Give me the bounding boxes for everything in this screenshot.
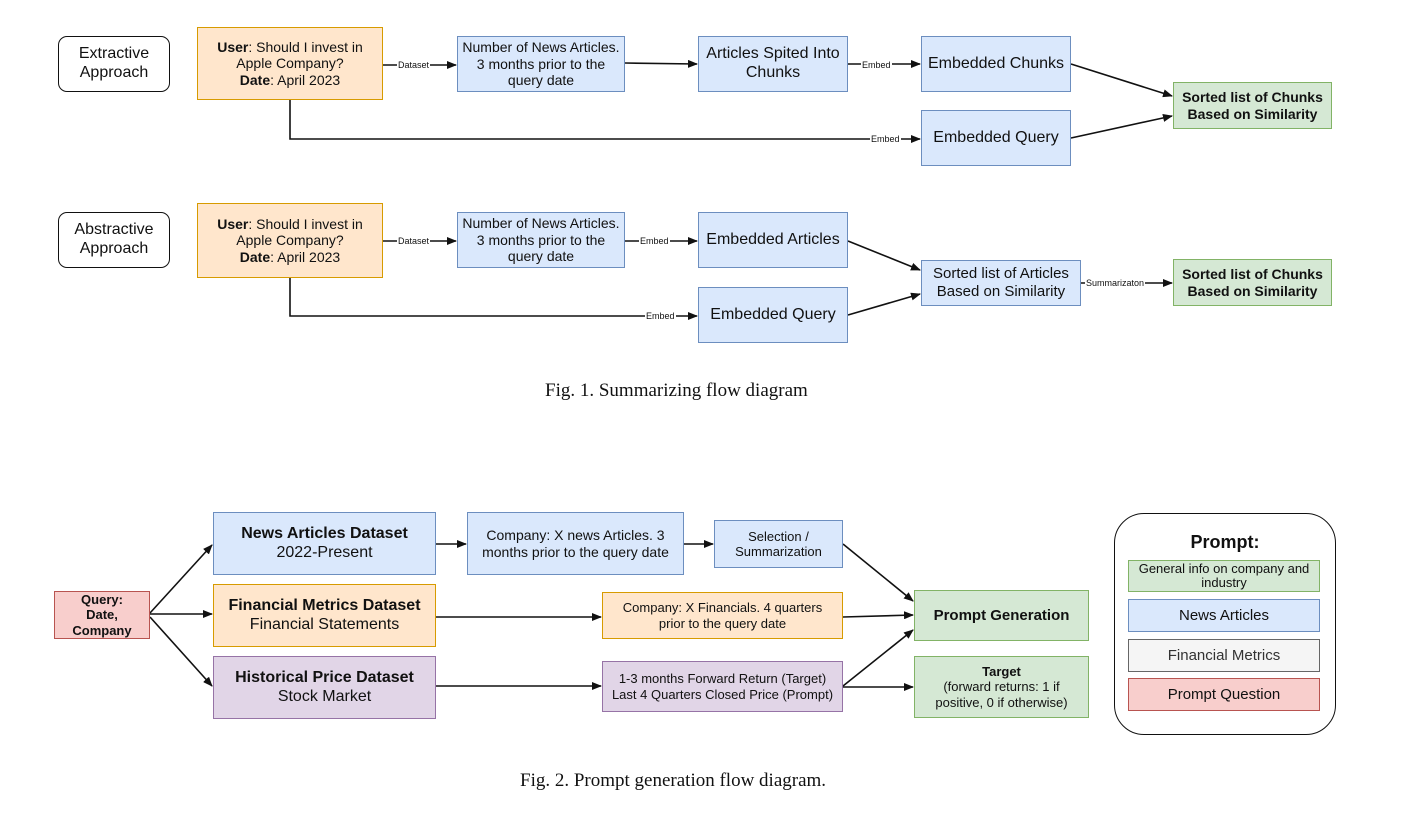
figure1-caption: Fig. 1. Summarizing flow diagram [545, 380, 808, 401]
edge-query-to-news [149, 544, 213, 614]
edge-ext-user-to-embedded-query [289, 100, 921, 143]
edge-label-summarization: Summarizaton [1085, 278, 1146, 288]
abs-embedded-query-box: Embedded Query [698, 287, 848, 343]
ext-embedded-chunks-text: Embedded Chunks [927, 54, 1065, 72]
ext-sorted-output-box: Sorted list of Chunks Based on Similarit… [1173, 82, 1332, 129]
prompt-legend-title: Prompt: [1190, 532, 1260, 552]
abs-embedded-articles-box: Embedded Articles [698, 212, 848, 268]
ext-chunks-text: Articles Spited Into Chunks [706, 45, 840, 81]
abs-date-value: : April 2023 [270, 248, 341, 265]
legend-item-news-articles: News Articles [1128, 599, 1320, 632]
edge-label-abs-embed-articles: Embed [639, 236, 670, 246]
edge-label-abs-dataset: Dataset [397, 236, 431, 246]
abs-date-label: Date [239, 248, 271, 265]
figure2-caption: Fig. 2. Prompt generation flow diagram. [520, 770, 827, 791]
ext-embedded-query-text: Embedded Query [933, 128, 1059, 146]
ext-embedded-query-box: Embedded Query [921, 110, 1071, 166]
legend-item-financial-metrics: Financial Metrics [1128, 639, 1320, 672]
abs-news-articles-text: Number of News Articles. 3 months prior … [462, 215, 620, 265]
abs-date-line: Date: April 2023 [240, 249, 340, 266]
ext-user-question: : Should I invest in Apple Company? [236, 38, 363, 72]
edge-ext-embedded-query-to-sorted [1070, 114, 1173, 139]
edge-ext-embedded-chunks-to-sorted [1070, 63, 1173, 98]
selection-box: Selection / Summarization [714, 520, 843, 568]
extractive-approach-label: Extractive Approach [58, 36, 170, 92]
ext-user-line: User: Should I invest in Apple Company? [198, 39, 382, 72]
financial-dataset-box: Financial Metrics Dataset Financial Stat… [213, 584, 436, 647]
extractive-approach-text: Extractive Approach [78, 45, 150, 81]
abs-user-line: User: Should I invest in Apple Company? [198, 216, 382, 249]
prompt-generation-box: Prompt Generation [914, 590, 1089, 641]
price-info-box: 1-3 months Forward Return (Target) Last … [602, 661, 843, 712]
abstractive-approach-text: Abstractive Approach [74, 221, 154, 257]
abs-sorted-articles-box: Sorted list of Articles Based on Similar… [921, 260, 1081, 306]
abs-user-label: User [217, 215, 249, 232]
ext-date-value: : April 2023 [270, 71, 341, 88]
news-dataset-box: News Articles Dataset 2022-Present [213, 512, 436, 575]
edge-label-ext-embed-chunks: Embed [861, 60, 892, 70]
legend-item-general-info-text: General info on company and industry [1138, 560, 1310, 590]
edge-label-abs-embed-query: Embed [645, 311, 676, 321]
edge-abs-articles-to-sorted [847, 240, 921, 271]
ext-date-line: Date: April 2023 [240, 72, 340, 89]
target-title: Target [982, 664, 1021, 679]
news-dataset-title: News Articles Dataset [241, 524, 408, 542]
query-box: Query: Date, Company [54, 591, 150, 639]
selection-text: Selection / Summarization [735, 528, 822, 559]
ext-user-label: User [217, 38, 249, 55]
ext-chunks-box: Articles Spited Into Chunks [698, 36, 848, 92]
ext-date-label: Date [239, 71, 271, 88]
legend-item-prompt-question-text: Prompt Question [1167, 685, 1281, 703]
ext-news-articles-box: Number of News Articles. 3 months prior … [457, 36, 625, 92]
edge-ext-news-to-chunks [624, 59, 698, 68]
company-news-box: Company: X news Articles. 3 months prior… [467, 512, 684, 575]
legend-item-general-info: General info on company and industry [1128, 560, 1320, 592]
ext-news-articles-text: Number of News Articles. 3 months prior … [462, 39, 620, 89]
prompt-generation-text: Prompt Generation [933, 606, 1070, 624]
edge-selection-to-prompt [842, 543, 914, 602]
edge-abs-query-to-sorted [847, 292, 921, 316]
legend-item-prompt-question: Prompt Question [1128, 678, 1320, 711]
ext-sorted-output-text: Sorted list of Chunks Based on Similarit… [1182, 88, 1323, 122]
price-dataset-subtitle: Stock Market [277, 687, 372, 705]
edge-query-to-price [149, 616, 213, 687]
price-dataset-box: Historical Price Dataset Stock Market [213, 656, 436, 719]
query-subtitle: Date, Company [72, 607, 132, 638]
legend-item-news-articles-text: News Articles [1178, 606, 1270, 624]
company-news-text: Company: X news Articles. 3 months prior… [482, 526, 669, 560]
abs-sorted-articles-text: Sorted list of Articles Based on Similar… [933, 265, 1069, 300]
financial-dataset-title: Financial Metrics Dataset [228, 596, 421, 614]
target-box: Target (forward returns: 1 if positive, … [914, 656, 1089, 718]
company-financials-box: Company: X Financials. 4 quarters prior … [602, 592, 843, 639]
abs-user-query-box: User: Should I invest in Apple Company? … [197, 203, 383, 278]
financial-dataset-subtitle: Financial Statements [249, 615, 400, 633]
abs-news-articles-box: Number of News Articles. 3 months prior … [457, 212, 625, 268]
price-info-text: 1-3 months Forward Return (Target) Last … [611, 671, 834, 702]
ext-user-query-box: User: Should I invest in Apple Company? … [197, 27, 383, 100]
price-dataset-title: Historical Price Dataset [235, 668, 414, 686]
edge-financials-to-prompt [842, 611, 914, 620]
target-body: (forward returns: 1 if positive, 0 if ot… [935, 679, 1068, 710]
abs-embedded-articles-text: Embedded Articles [706, 230, 840, 248]
abs-sorted-output-text: Sorted list of Chunks Based on Similarit… [1182, 265, 1323, 299]
abs-user-question: : Should I invest in Apple Company? [236, 215, 363, 249]
edge-abs-user-to-embedded-query [289, 278, 698, 320]
abs-embedded-query-text: Embedded Query [710, 305, 836, 323]
legend-item-financial-metrics-text: Financial Metrics [1167, 646, 1281, 664]
edge-label-ext-embed-query: Embed [870, 134, 901, 144]
abs-sorted-output-box: Sorted list of Chunks Based on Similarit… [1173, 259, 1332, 306]
ext-embedded-chunks-box: Embedded Chunks [921, 36, 1071, 92]
edge-label-ext-dataset: Dataset [397, 60, 431, 70]
edge-price-info-to-prompt [842, 629, 914, 687]
abstractive-approach-label: Abstractive Approach [58, 212, 170, 268]
news-dataset-subtitle: 2022-Present [276, 543, 373, 561]
company-financials-text: Company: X Financials. 4 quarters prior … [622, 600, 823, 631]
query-title: Query: [81, 592, 123, 607]
